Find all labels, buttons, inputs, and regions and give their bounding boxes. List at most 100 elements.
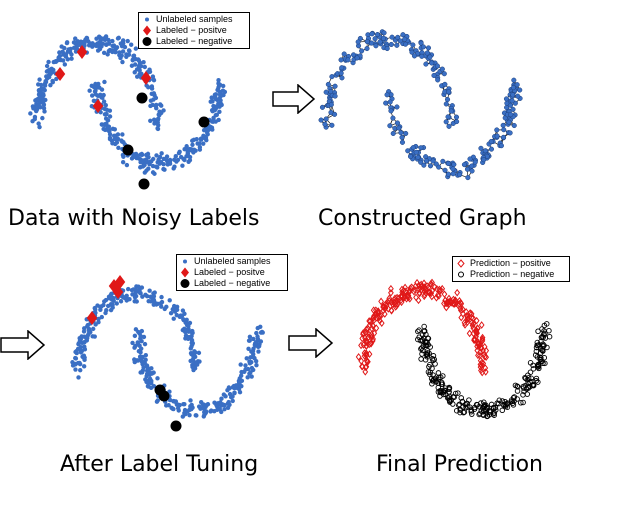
unlabeled-point <box>41 105 47 111</box>
unlabeled-point <box>82 355 87 360</box>
unlabeled-point <box>112 127 118 132</box>
unlabeled-point <box>187 157 193 163</box>
graph-node <box>507 130 513 136</box>
predicted-positive-point <box>381 303 387 312</box>
unlabeled-point <box>255 334 260 339</box>
unlabeled-point <box>37 77 42 82</box>
predicted-positive-point <box>446 297 453 306</box>
predicted-negative-point <box>499 398 506 404</box>
predicted-positive-point <box>361 352 368 360</box>
predicted-negative-point <box>457 406 463 413</box>
unlabeled-marker-icon <box>183 259 187 264</box>
unlabeled-point <box>155 398 160 403</box>
unlabeled-point <box>39 82 44 88</box>
graph-node <box>373 43 379 49</box>
predicted-negative-point <box>535 379 541 385</box>
unlabeled-point <box>168 310 174 316</box>
label-tuning-scatter <box>70 275 265 432</box>
unlabeled-point <box>139 151 144 157</box>
predicted-positive-point <box>362 367 369 376</box>
predicted-positive-point <box>371 312 377 320</box>
legend-item-positive: Labeled − positve <box>141 25 246 36</box>
unlabeled-point <box>36 102 41 108</box>
unlabeled-point <box>89 83 94 89</box>
unlabeled-point <box>222 406 227 412</box>
unlabeled-point <box>135 57 141 62</box>
graph-node <box>445 171 451 177</box>
unlabeled-point <box>197 359 202 364</box>
predicted-positive-point <box>478 366 484 375</box>
positive-label-marker <box>112 285 124 299</box>
unlabeled-point <box>171 306 176 312</box>
unlabeled-point <box>101 50 107 55</box>
unlabeled-point <box>174 312 180 318</box>
predicted-negative-point <box>533 375 540 382</box>
predicted-positive-point <box>463 308 470 316</box>
unlabeled-point <box>180 308 186 313</box>
predicted-negative-point <box>437 374 444 381</box>
unlabeled-point <box>103 103 108 108</box>
graph-node <box>410 145 416 151</box>
predicted-negative-point <box>425 369 432 375</box>
unlabeled-point <box>190 142 195 147</box>
legend-noisy: Unlabeled samples Labeled − positve Labe… <box>138 12 250 49</box>
unlabeled-point <box>186 323 191 329</box>
predicted-positive-point <box>443 303 450 312</box>
graph-node <box>332 93 338 99</box>
predicted-negative-point <box>432 375 439 382</box>
unlabeled-point <box>151 294 157 299</box>
predicted-positive-point <box>471 336 478 344</box>
unlabeled-point <box>203 404 208 410</box>
unlabeled-point <box>138 165 143 170</box>
unlabeled-point <box>217 109 222 115</box>
graph-node <box>431 72 437 79</box>
graph-node <box>387 99 393 105</box>
unlabeled-point <box>136 284 141 289</box>
unlabeled-point <box>139 328 145 334</box>
predicted-positive-point <box>421 292 428 301</box>
graph-node <box>448 108 454 114</box>
predicted-negative-point <box>479 405 486 411</box>
negative-label-marker <box>136 92 148 104</box>
graph-node <box>461 162 467 168</box>
graph-node <box>419 53 425 59</box>
caption-noisy-labels: Data with Noisy Labels <box>8 206 260 231</box>
graph-node <box>394 42 400 48</box>
predicted-negative-point <box>435 370 442 376</box>
unlabeled-point <box>120 59 125 65</box>
predicted-negative-point <box>540 331 547 338</box>
unlabeled-point <box>91 326 96 332</box>
predicted-positive-point <box>464 312 471 321</box>
predicted-positive-point <box>479 333 486 342</box>
unlabeled-point <box>219 396 224 401</box>
unlabeled-point <box>68 46 73 52</box>
graph-node <box>429 60 435 66</box>
unlabeled-point <box>50 78 55 84</box>
graph-node <box>427 163 434 169</box>
graph-node <box>434 63 440 69</box>
predicted-positive-point <box>374 307 381 316</box>
negative-dot-icon <box>142 37 152 46</box>
predicted-negative-point <box>415 328 421 335</box>
predicted-positive-point <box>426 288 433 297</box>
unlabeled-point <box>39 87 44 93</box>
unlabeled-point <box>104 111 109 117</box>
graph-node <box>364 46 370 52</box>
predicted-positive-point <box>421 283 428 291</box>
unlabeled-point <box>157 161 162 166</box>
predicted-positive-point <box>388 288 394 297</box>
legend-item-unlabeled: Unlabeled samples <box>179 256 284 267</box>
legend-label-pred-positive: Prediction − positive <box>470 258 551 268</box>
unlabeled-point <box>150 74 156 79</box>
unlabeled-point <box>223 394 228 399</box>
unlabeled-point <box>187 154 193 160</box>
predicted-positive-point <box>457 298 464 307</box>
predicted-positive-point <box>366 340 373 349</box>
graph-node <box>399 134 405 140</box>
unlabeled-point <box>77 338 83 343</box>
graph-node <box>464 166 471 172</box>
predicted-positive-point <box>398 298 405 307</box>
legend-label-unlabeled: Unlabeled samples <box>156 14 233 24</box>
unlabeled-point <box>131 53 137 58</box>
graph-node <box>405 148 411 154</box>
